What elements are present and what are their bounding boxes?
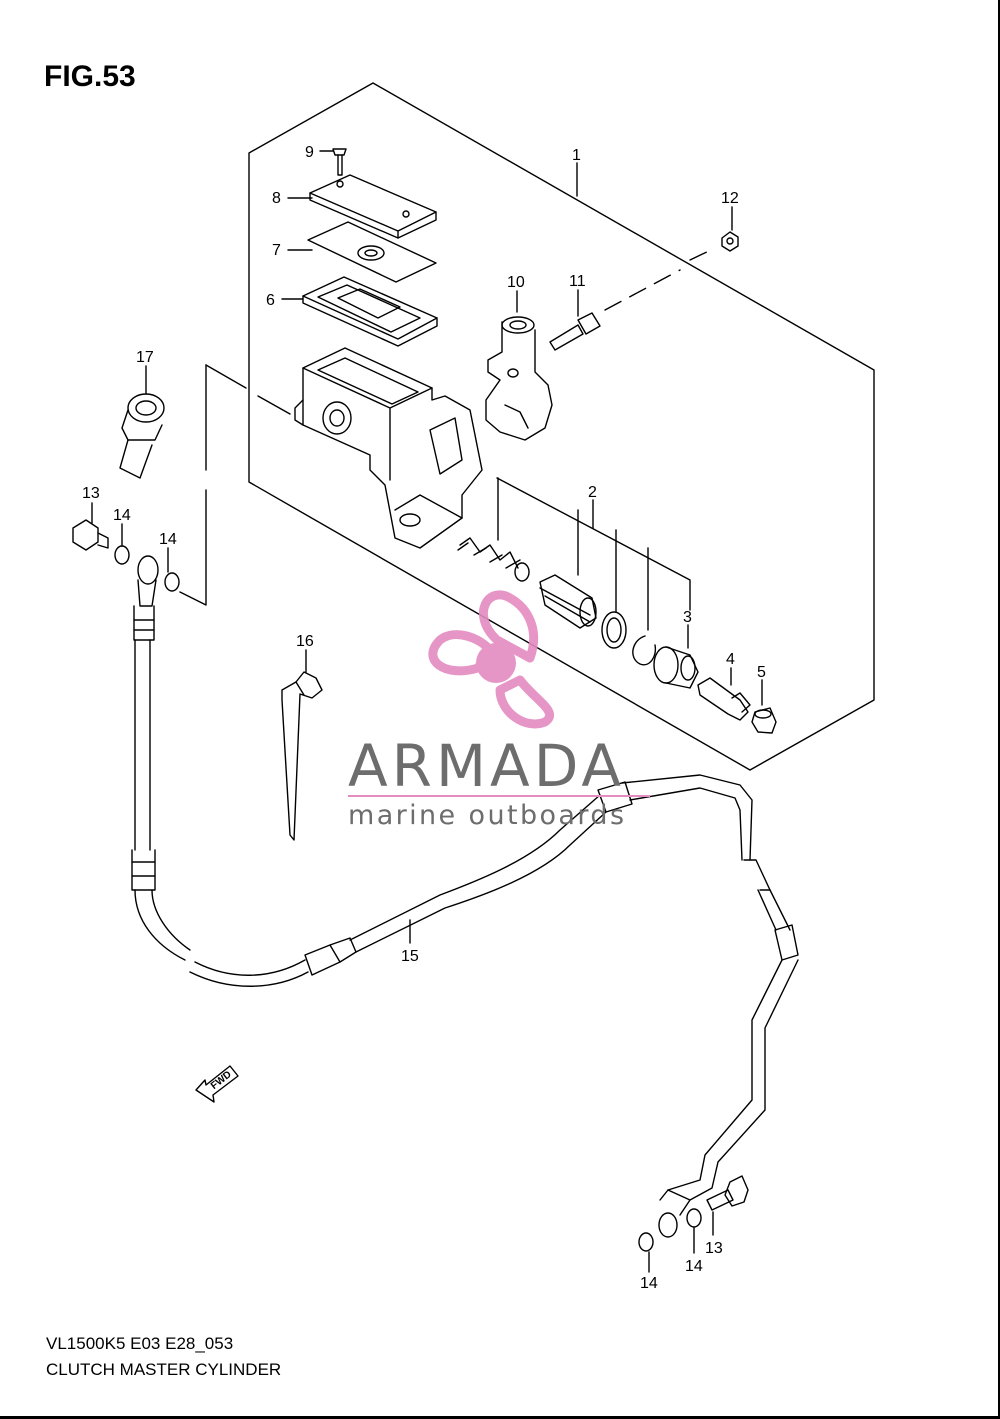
leader-2-group [496,477,691,611]
plate-7 [307,221,437,283]
cover-8 [309,174,437,239]
bracket-10 [485,316,553,441]
screw-9 [332,148,347,176]
nut-12 [721,231,739,252]
cup-seal [601,611,627,649]
watermark-tagline: marine outboards [348,800,627,831]
callout-9: 9 [305,144,314,161]
callout-15: 15 [401,948,419,965]
leader-12-11 [604,247,716,311]
assembly-outline [248,82,875,771]
washer-14-upper-b [164,572,180,592]
callout-16: 16 [296,633,314,650]
bolt-11 [549,312,601,351]
frame-right-border [998,0,1000,1419]
callout-11: 11 [569,273,586,290]
figure-name: CLUTCH MASTER CYLINDER [46,1360,282,1379]
washer-14-lower-a [686,1208,702,1228]
model-code: VL1500K5 E03 E28_053 [46,1334,234,1353]
callout-4: 4 [726,651,735,668]
callout-3: 3 [683,609,692,626]
circlip [632,635,657,666]
callout-2: 2 [588,484,597,501]
frame-bottom-border [0,1416,1000,1419]
callout-14-lower-b: 14 [640,1275,658,1292]
cap-17 [119,393,165,479]
diaphragm-6 [302,276,438,347]
spring [457,537,530,582]
callout-13-upper: 13 [82,485,100,502]
callout-6: 6 [266,292,275,309]
push-rod-4 [697,677,751,721]
leader-hose-fitting [179,364,207,606]
callout-1: 1 [572,147,581,164]
leader-2-parts [577,509,649,631]
master-cylinder-body [294,347,483,549]
callout-7: 7 [272,242,281,259]
leader-17-body [205,364,291,415]
figure-title: FIG.53 [44,60,136,93]
callout-12: 12 [721,190,739,207]
callout-10: 10 [507,274,525,291]
banjo-bolt-13-lower [706,1175,749,1211]
propeller-logo-icon [428,590,554,729]
callout-5: 5 [757,664,766,681]
hose-15 [131,555,799,1238]
watermark-divider [348,795,650,797]
callout-13-lower: 13 [705,1240,723,1257]
banjo-bolt-13-upper [72,519,109,551]
callout-14-upper-b: 14 [159,531,177,548]
watermark-brand: ARMADA [348,732,626,800]
boot-3 [653,646,699,689]
callout-14-lower-a: 14 [685,1258,703,1275]
washer-14-lower-b [638,1232,654,1252]
callout-14-upper-a: 14 [113,507,131,524]
piston-2 [539,574,597,629]
nut-5 [751,707,777,734]
callout-8: 8 [272,190,281,207]
fwd-arrow-icon: FWD [195,1065,239,1103]
washer-14-upper-a [114,545,130,565]
callout-17: 17 [136,349,154,366]
clamp-16 [281,671,323,841]
